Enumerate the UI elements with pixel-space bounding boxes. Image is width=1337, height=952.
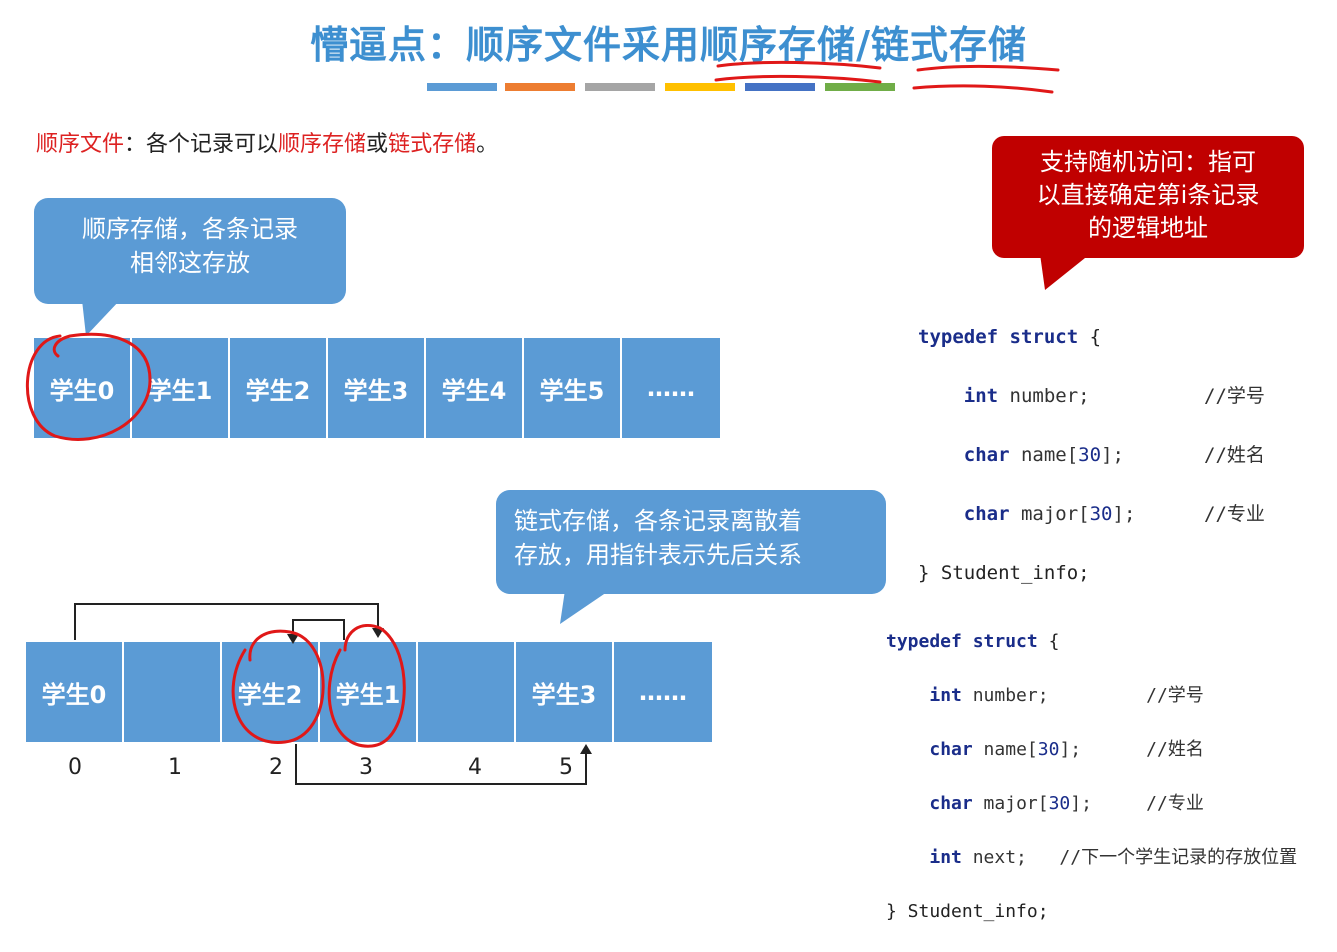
color-bar-4 [665, 83, 735, 91]
arrowhead-3 [580, 744, 592, 754]
seq-cell-6: …… [622, 338, 720, 438]
linked-cell-2: 学生2 [222, 642, 320, 742]
subtitle-or: 或 [366, 132, 389, 157]
seq-cell-2: 学生2 [230, 338, 328, 438]
pointer-1-to-2 [292, 619, 345, 640]
sequential-storage-row: 学生0 学生1 学生2 学生3 学生4 学生5 …… [34, 338, 720, 438]
slide-title: 懵逼点：顺序文件采用顺序存储/链式存储 [0, 14, 1337, 69]
code1-line1: typedef struct { [918, 325, 1102, 348]
callout-linked-line2: 存放，用指针表示先后关系 [514, 541, 802, 569]
linked-index-5: 5 [559, 755, 573, 780]
subtitle-term: 顺序文件 [36, 132, 125, 157]
seq-cell-0: 学生0 [34, 338, 132, 438]
linked-index-2: 2 [269, 755, 283, 780]
title-linked: 链式存储 [870, 23, 1027, 67]
code1-line4: char major[30]; //专业 [963, 502, 1265, 525]
title-slash: / [856, 23, 871, 67]
callout-linked-tail [560, 590, 610, 624]
code2-line2: int number; //学号 [929, 685, 1204, 706]
linked-index-0: 0 [68, 755, 82, 780]
linked-cell-0: 学生0 [26, 642, 124, 742]
color-bar-1 [427, 83, 497, 91]
seq-cell-3: 学生3 [328, 338, 426, 438]
arrowhead-1 [372, 628, 384, 638]
callout-random-access: 支持随机访问：指可 以直接确定第i条记录 的逻辑地址 [992, 136, 1304, 258]
linked-cell-1 [124, 642, 222, 742]
color-bar-6 [825, 83, 895, 91]
callout-random-line3: 的逻辑地址 [1088, 214, 1208, 242]
color-bar-3 [585, 83, 655, 91]
pointer-2-to-3 [295, 744, 587, 785]
color-bar-5 [745, 83, 815, 91]
callout-seq-line2: 相邻这存放 [130, 249, 250, 277]
linked-cell-3: 学生1 [320, 642, 418, 742]
callout-linked: 链式存储，各条记录离散着 存放，用指针表示先后关系 [496, 490, 886, 594]
linked-cell-5: 学生3 [516, 642, 614, 742]
callout-linked-line1: 链式存储，各条记录离散着 [514, 507, 802, 535]
linked-index-1: 1 [168, 755, 182, 780]
seq-cell-5: 学生5 [524, 338, 622, 438]
callout-seq-tail [82, 300, 120, 336]
linked-cell-6: …… [614, 642, 712, 742]
subtitle-linked: 链式存储 [388, 132, 477, 157]
code2-line4: char major[30]; //专业 [929, 793, 1204, 814]
seq-cell-4: 学生4 [426, 338, 524, 438]
linked-index-3: 3 [359, 755, 373, 780]
subtitle-seq: 顺序存储 [278, 132, 367, 157]
callout-random-tail [1040, 254, 1090, 290]
code-block-student: typedef struct { int number; //学号 char n… [918, 293, 1265, 618]
seq-cell-1: 学生1 [132, 338, 230, 438]
subtitle: 顺序文件：各个记录可以顺序存储或链式存储。 [36, 126, 498, 158]
linked-storage-row: 学生0 学生2 学生1 学生3 …… [26, 642, 712, 742]
code1-line5: } Student_info; [918, 561, 1090, 584]
linked-cell-4 [418, 642, 516, 742]
linked-index-4: 4 [468, 755, 482, 780]
code2-line3: char name[30]; //姓名 [929, 739, 1204, 760]
code1-line2: int number; //学号 [963, 384, 1265, 407]
code1-line3: char name[30]; //姓名 [963, 443, 1265, 466]
callout-random-line2: 以直接确定第i条记录 [1036, 181, 1260, 209]
code-block-student-linked: typedef struct { int number; //学号 char n… [886, 601, 1297, 952]
code2-line5: int next; //下一个学生记录的存放位置 [929, 847, 1298, 868]
callout-seq-line1: 顺序存储，各条记录 [82, 215, 298, 243]
code2-line1: typedef struct { [886, 631, 1060, 652]
subtitle-end: 。 [476, 132, 499, 157]
underline-linked-2 [912, 84, 1054, 94]
title-prefix: 懵逼点：顺序文件采用 [310, 23, 701, 67]
title-seq: 顺序存储 [700, 23, 857, 67]
subtitle-text1: ：各个记录可以 [124, 132, 279, 157]
color-bar-2 [505, 83, 575, 91]
callout-sequential: 顺序存储，各条记录 相邻这存放 [34, 198, 346, 304]
pointer-0-to-1 [74, 603, 379, 640]
code2-line6: } Student_info; [886, 901, 1049, 922]
callout-random-line1: 支持随机访问：指可 [1040, 148, 1256, 176]
underline-seq-2 [714, 74, 882, 84]
